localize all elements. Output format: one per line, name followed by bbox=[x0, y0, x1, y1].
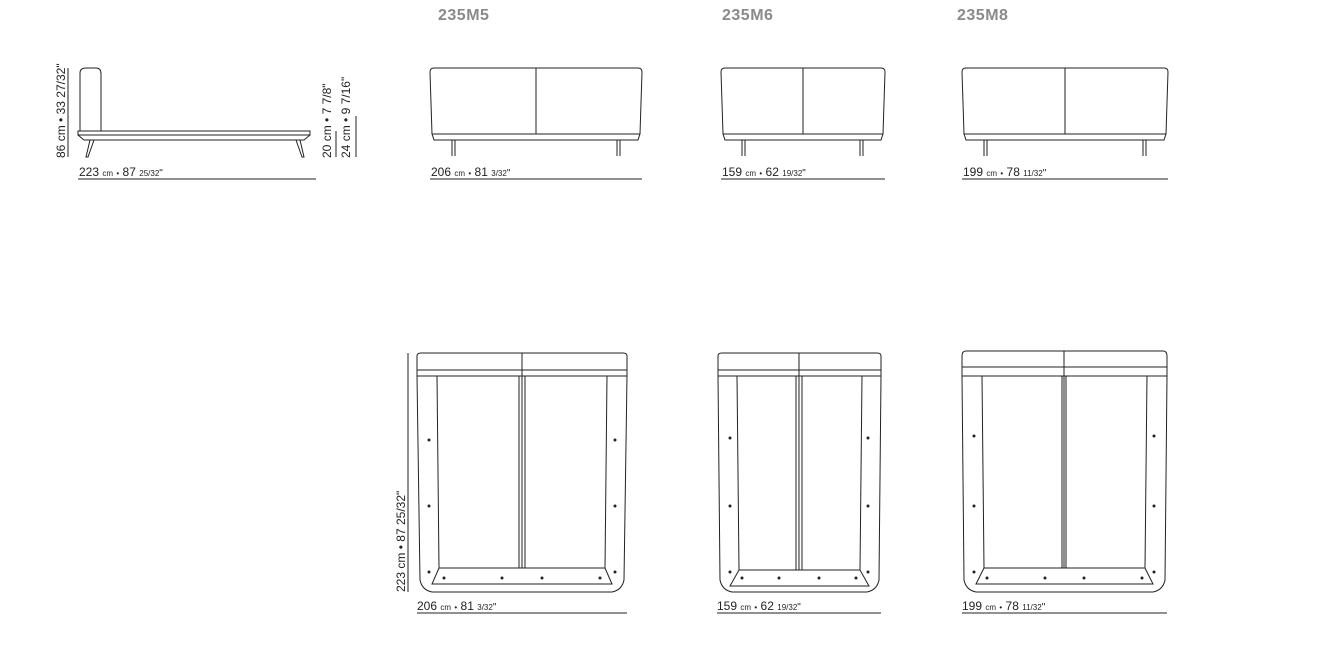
front-elevation-235M8 bbox=[961, 67, 1169, 180]
model-title-235M5: 235M5 bbox=[438, 7, 490, 24]
front-elevation-235M5 bbox=[429, 67, 643, 180]
frame-height-dimension: 20 cm • 7 7/8" bbox=[320, 83, 334, 158]
side-length-dimension: 223 cm • 87 25/32" bbox=[79, 165, 163, 179]
plan-view-235M6 bbox=[717, 352, 882, 614]
front-width-dimension-235M8: 199 cm • 78 11/32" bbox=[963, 165, 1047, 179]
headboard-height-dimension: 86 cm • 33 27/32" bbox=[54, 63, 68, 158]
plan-length-dimension: 223 cm • 87 25/32" bbox=[394, 490, 408, 592]
plan-width-dimension-235M6: 159 cm • 62 19/32" bbox=[717, 599, 801, 613]
bolt-markers bbox=[427, 434, 1156, 580]
front-width-dimension-235M5: 206 cm • 81 3/32" bbox=[431, 165, 511, 179]
side-elevation-drawing bbox=[67, 67, 357, 180]
model-title-235M6: 235M6 bbox=[722, 7, 774, 24]
plan-width-dimension-235M8: 199 cm • 78 11/32" bbox=[962, 599, 1046, 613]
model-title-235M8: 235M8 bbox=[957, 7, 1009, 24]
top-height-dimension: 24 cm • 9 7/16" bbox=[339, 76, 353, 158]
front-width-dimension-235M6: 159 cm • 62 19/32" bbox=[722, 165, 806, 179]
plan-view-235M5 bbox=[407, 352, 628, 614]
front-elevation-235M6 bbox=[720, 67, 886, 180]
plan-view-235M8 bbox=[961, 350, 1168, 614]
plan-width-dimension-235M5: 206 cm • 81 3/32" bbox=[417, 599, 497, 613]
